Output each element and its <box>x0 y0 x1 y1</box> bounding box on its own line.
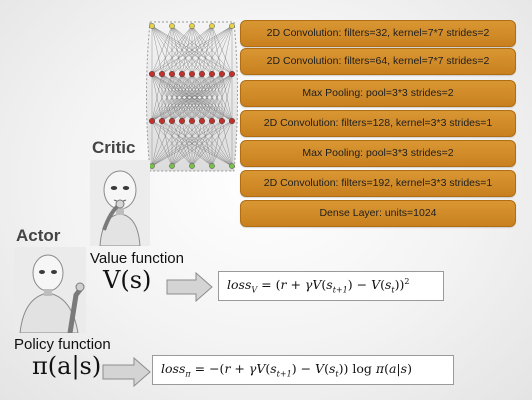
network-connection <box>211 120 233 167</box>
network-connection <box>191 73 233 122</box>
network-connection <box>151 73 233 122</box>
network-node <box>199 71 206 78</box>
network-connection <box>151 73 193 122</box>
network-node <box>159 71 166 78</box>
network-node <box>218 117 225 124</box>
network-connection <box>181 25 233 75</box>
value-function-symbol: V(s) <box>103 266 152 294</box>
network-node <box>148 117 155 124</box>
network-connection <box>191 120 233 167</box>
network-connection <box>171 73 233 122</box>
network-connection <box>151 25 163 75</box>
network-node <box>149 23 155 29</box>
network-node <box>228 71 235 78</box>
policy-function-label: Policy function <box>14 336 111 353</box>
network-connection <box>171 25 233 75</box>
network-connection <box>171 120 223 167</box>
network-connection <box>201 73 233 122</box>
policy-arrow-icon <box>102 357 151 387</box>
actor-robot-image <box>14 247 86 333</box>
network-connection <box>151 120 203 167</box>
layer-conv-128: 2D Convolution: filters=128, kernel=3*3 … <box>240 110 516 137</box>
network-connection <box>211 25 233 75</box>
network-connection <box>201 25 233 75</box>
network-node <box>189 23 195 29</box>
network-connection <box>161 25 213 75</box>
network-connection <box>221 120 233 167</box>
network-connection <box>161 25 193 75</box>
policy-loss-equation: lossπ = −(r + γV(st+1) − V(st)) log π(a|… <box>152 355 454 385</box>
network-node <box>199 117 206 124</box>
critic-robot-image <box>90 160 150 246</box>
network-connection <box>161 25 173 75</box>
network-connection <box>151 25 213 75</box>
network-connection <box>151 73 173 122</box>
network-connection <box>191 120 223 167</box>
network-node <box>179 71 186 78</box>
network-connection <box>151 120 223 167</box>
network-connection <box>151 25 193 75</box>
value-loss-equation: lossV = (r + γV(st+1) − V(st))2 <box>218 271 444 301</box>
layer-dense-1024: Dense Layer: units=1024 <box>240 200 516 227</box>
network-connection <box>151 73 223 122</box>
network-connection <box>151 25 173 75</box>
actor-label: Actor <box>16 226 61 245</box>
network-connection <box>191 25 233 75</box>
network-node <box>208 71 215 78</box>
network-node <box>228 117 235 124</box>
network-connection <box>211 73 233 122</box>
layer-maxpool-2: Max Pooling: pool=3*3 strides=2 <box>240 140 516 167</box>
network-node <box>189 71 196 78</box>
network-connection <box>161 73 233 122</box>
network-connection <box>151 120 173 167</box>
network-connection <box>151 120 213 167</box>
network-node <box>229 163 235 169</box>
network-node <box>189 117 196 124</box>
network-connection <box>161 25 233 75</box>
value-function-label: Value function <box>90 250 184 267</box>
network-connection <box>151 120 163 167</box>
network-connection <box>151 25 233 75</box>
network-connection <box>151 73 203 122</box>
network-node <box>208 117 215 124</box>
network-node <box>149 163 155 169</box>
network-connection <box>151 73 213 122</box>
neural-network-diagram <box>146 21 238 172</box>
network-node <box>209 23 215 29</box>
network-connection <box>221 73 233 122</box>
network-node <box>229 23 235 29</box>
network-connection <box>151 120 193 167</box>
value-arrow-icon <box>166 272 213 302</box>
layer-conv-64: 2D Convolution: filters=64, kernel=7*7 s… <box>240 48 516 75</box>
network-connection <box>151 120 233 167</box>
network-node <box>169 23 175 29</box>
network-node <box>169 71 176 78</box>
network-connection <box>211 120 223 167</box>
network-node <box>218 71 225 78</box>
network-node <box>209 163 215 169</box>
network-connection <box>171 120 233 167</box>
layer-maxpool-1: Max Pooling: pool=3*3 strides=2 <box>240 80 516 107</box>
network-node <box>179 117 186 124</box>
network-connection <box>151 73 163 122</box>
network-connection <box>221 25 233 75</box>
layer-conv-32: 2D Convolution: filters=32, kernel=7*7 s… <box>240 20 516 47</box>
network-connection <box>151 120 183 167</box>
network-node <box>169 117 176 124</box>
network-connection <box>181 73 233 122</box>
policy-function-symbol: π(a|s) <box>32 352 102 380</box>
network-node <box>148 71 155 78</box>
critic-label: Critic <box>92 138 136 157</box>
network-connection <box>151 73 183 122</box>
layer-conv-192: 2D Convolution: filters=192, kernel=3*3 … <box>240 170 516 197</box>
network-node <box>159 117 166 124</box>
network-node <box>189 163 195 169</box>
network-node <box>169 163 175 169</box>
